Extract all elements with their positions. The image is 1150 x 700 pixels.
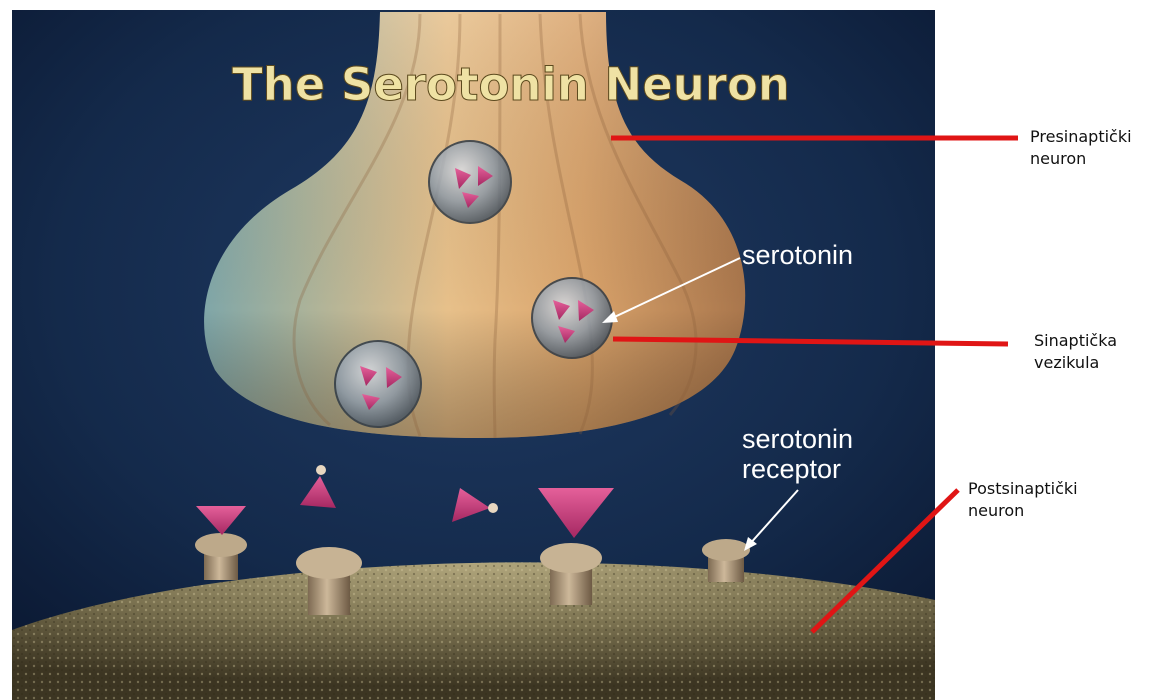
synaptic-vesicle [532,278,612,358]
synaptic-vesicle [335,341,421,427]
serotonin-label: serotonin [742,240,853,270]
serotonin-receptor [702,539,750,582]
postsynaptic-label-line1: Postsinaptički [968,478,1078,500]
serotonin-receptor-label-line1: serotonin [742,424,853,454]
postsynaptic-neuron-label: Postsinaptički neuron [968,478,1078,522]
illustration-title: The Serotonin Neuron [232,58,790,111]
synaptic-vesicle-label: Sinaptička vezikula [1034,330,1117,374]
serotonin-receptor-label-line2: receptor [742,454,841,484]
synaptic-vesicle [429,141,511,223]
presynaptic-label-line2: neuron [1030,148,1132,170]
vesicle-label-line2: vezikula [1034,352,1117,374]
presynaptic-neuron-label: Presinaptički neuron [1030,126,1132,170]
vesicle-label-line1: Sinaptička [1034,330,1117,352]
postsynaptic-label-line2: neuron [968,500,1078,522]
presynaptic-label-line1: Presinaptički [1030,126,1132,148]
